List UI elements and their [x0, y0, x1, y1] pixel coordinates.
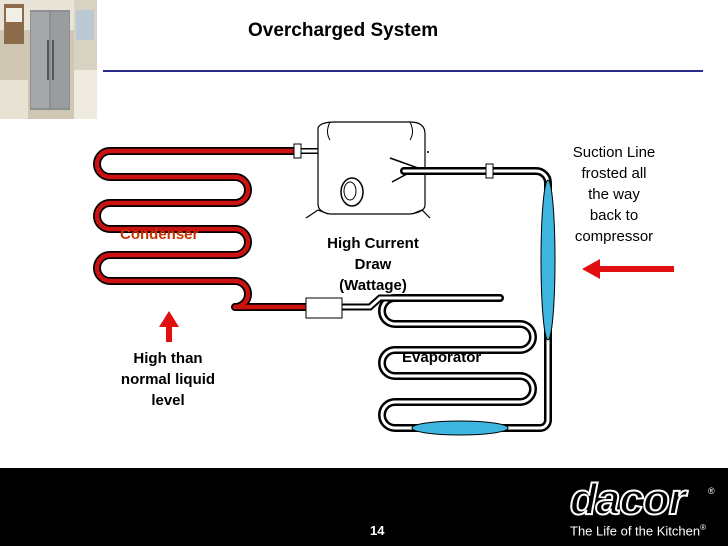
high-current-line-2: Draw — [354, 256, 392, 273]
svg-text:®: ® — [708, 486, 715, 496]
suction-line-1: Suction Line — [572, 144, 656, 161]
svg-text:dacor: dacor — [570, 480, 689, 520]
high-current-line-3: (Wattage) — [339, 277, 407, 294]
dacor-logo: dacor ® — [568, 474, 718, 525]
suction-arrow — [582, 259, 674, 279]
title-divider — [103, 70, 703, 72]
suction-line-4: back to — [589, 207, 639, 224]
metering-device — [305, 297, 343, 319]
refrigeration-diagram — [93, 121, 674, 436]
frost-vertical — [540, 179, 556, 341]
compressor — [305, 121, 431, 219]
suction-line-2: frosted all — [581, 165, 647, 182]
suction-line-label: Suction Line frosted all the way back to… — [558, 142, 670, 247]
suction-line-5: compressor — [574, 228, 654, 245]
liquid-level-line-3: level — [151, 392, 185, 409]
liquid-level-line-1: High than — [133, 350, 203, 367]
tagline: The Life of the Kitchen® — [570, 523, 706, 538]
evaporator-label: Evaporator — [402, 349, 482, 366]
page-number: 14 — [370, 523, 385, 538]
suction-line-3: the way — [588, 186, 640, 203]
liquid-level-arrow — [159, 311, 179, 342]
page-title: Overcharged System — [248, 20, 439, 41]
liquid-level-line-2: normal liquid — [120, 371, 216, 388]
registered-mark: ® — [700, 523, 706, 532]
condenser-label: Condenser — [120, 226, 199, 243]
high-current-line-1: High Current — [327, 235, 419, 252]
liquid-level-label: High than normal liquid level — [102, 348, 234, 411]
footer-bar — [0, 468, 728, 546]
tagline-text: The Life of the Kitchen — [570, 523, 701, 539]
frost-bottom — [411, 420, 509, 436]
kitchen-photo — [0, 0, 97, 119]
condenser-coil — [93, 147, 314, 311]
high-current-label: High Current Draw (Wattage) — [303, 233, 443, 296]
